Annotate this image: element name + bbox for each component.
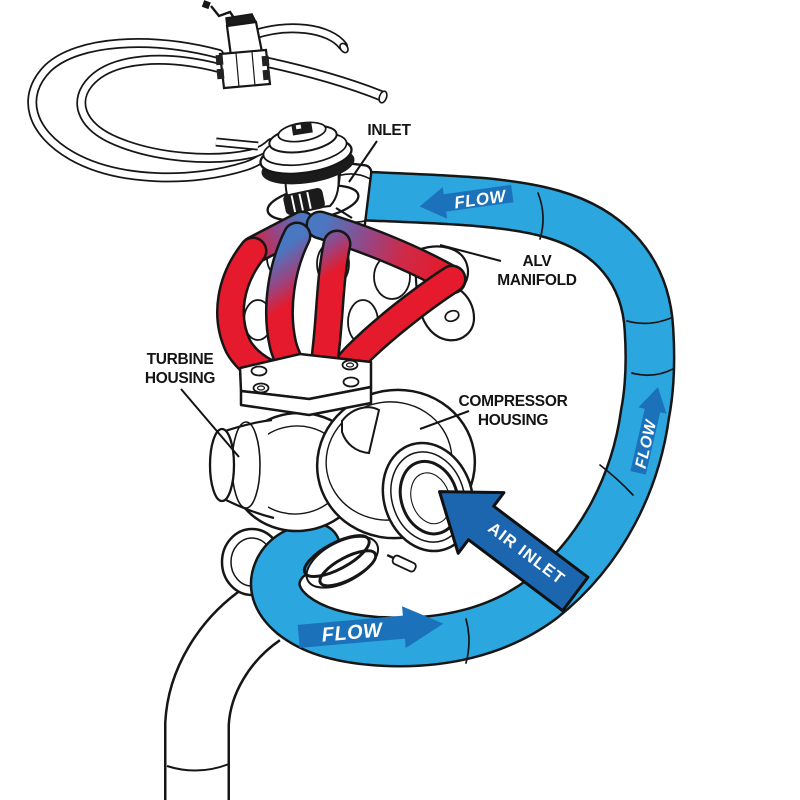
valve-cap-notch	[295, 124, 302, 130]
label-turbine-line1: TURBINE	[147, 351, 214, 368]
flow-arrow-left-icon	[419, 184, 514, 219]
charge-pipe	[249, 170, 676, 668]
fitting-clip	[261, 55, 270, 67]
solenoid-top-hose-fill	[246, 25, 347, 50]
manifold-flange	[238, 352, 373, 417]
bracket-hole	[444, 309, 460, 323]
pipe-seam	[599, 464, 634, 496]
vacuum-hose-assembly	[27, 23, 388, 183]
pipe-seam	[465, 618, 470, 664]
label-inlet: INLET	[367, 122, 411, 139]
runner-2	[267, 224, 312, 386]
inlet-bore-mid	[390, 451, 466, 543]
exhaust-downpipe	[164, 586, 282, 800]
flow-arrow-up-icon	[630, 387, 667, 475]
flange-front-face	[239, 385, 373, 417]
vacuum-hose-inner-fill	[78, 56, 275, 162]
pipe-seam	[626, 317, 672, 325]
flange-bolt-hole-inner	[345, 362, 355, 368]
tube-open-end	[378, 90, 388, 104]
solenoid-detail-line	[235, 52, 240, 88]
flange-bolt-hole	[250, 365, 268, 377]
turbine-snout-bottom	[223, 498, 275, 520]
clamp-rib	[306, 191, 312, 209]
clamp-bolt	[335, 207, 353, 219]
flange-bolt-hole	[252, 382, 270, 394]
flange-bolt-hole-inner	[256, 385, 266, 391]
fitting-clip	[215, 54, 224, 66]
flange-bolt-hole	[341, 359, 359, 371]
blowoff-valve	[215, 121, 360, 222]
flow-arrow-right-icon	[297, 606, 444, 649]
flange-bolt-hole	[342, 376, 360, 388]
valve-hose-barb	[215, 139, 259, 149]
downpipe-body	[166, 588, 281, 800]
label-alv-line1: ALV	[523, 253, 553, 270]
label-alv-line2: MANIFOLD	[497, 272, 576, 289]
exhaust-manifold	[216, 210, 476, 390]
wire-connector	[201, 0, 211, 10]
turbine-snout-cap	[208, 427, 236, 503]
outlet-clamp-ring	[302, 534, 371, 578]
valve-cap-tab	[291, 121, 313, 136]
vacuum-hose-outer-fill	[29, 39, 272, 181]
fitting-clip	[262, 69, 271, 81]
clamp-rib	[298, 193, 304, 211]
coupling-ridge	[339, 173, 371, 180]
valve-clamp	[283, 187, 325, 215]
solenoid-valve-block	[218, 48, 272, 90]
pipe-seam	[631, 368, 674, 377]
solenoid-outlet-tube-fill	[262, 58, 386, 100]
flow-label-bottom: FLOW	[321, 619, 385, 646]
charge-pipe-seams	[465, 192, 674, 664]
downpipe-seam	[166, 763, 230, 772]
label-compressor-line1: COMPRESSOR	[459, 393, 568, 410]
pointer-turbine-housing	[180, 388, 240, 458]
runner-3	[309, 232, 349, 387]
bolt-tip	[386, 553, 395, 560]
inlet-bore-rim	[398, 459, 460, 536]
callouts: INLET ALV MANIFOLD TURBINE HOUSING COMPR…	[145, 122, 577, 458]
air-inlet-arrow-shape	[438, 490, 590, 613]
pipe-seam	[537, 192, 544, 240]
flow-arrow-bottom: FLOW	[297, 606, 444, 649]
bolt-body	[391, 554, 417, 573]
compressor-cover-tab	[341, 406, 381, 455]
fitting-clip	[216, 68, 225, 80]
solenoid-detail-line	[251, 51, 256, 87]
pointer-alv-manifold	[439, 244, 502, 262]
label-compressor-line2: HOUSING	[478, 412, 548, 429]
outlet-clamp-ring	[318, 549, 378, 588]
outlet-coupling	[302, 534, 379, 589]
compressor-bolt	[386, 553, 417, 573]
boost-solenoid	[201, 0, 272, 90]
charge-pipe-body	[252, 173, 673, 665]
clamp-rib	[290, 195, 297, 213]
label-turbine-line2: HOUSING	[145, 370, 215, 387]
pointer-compressor-housing	[419, 410, 470, 430]
pointer-inlet	[348, 140, 378, 183]
hose-open-end	[339, 42, 349, 54]
